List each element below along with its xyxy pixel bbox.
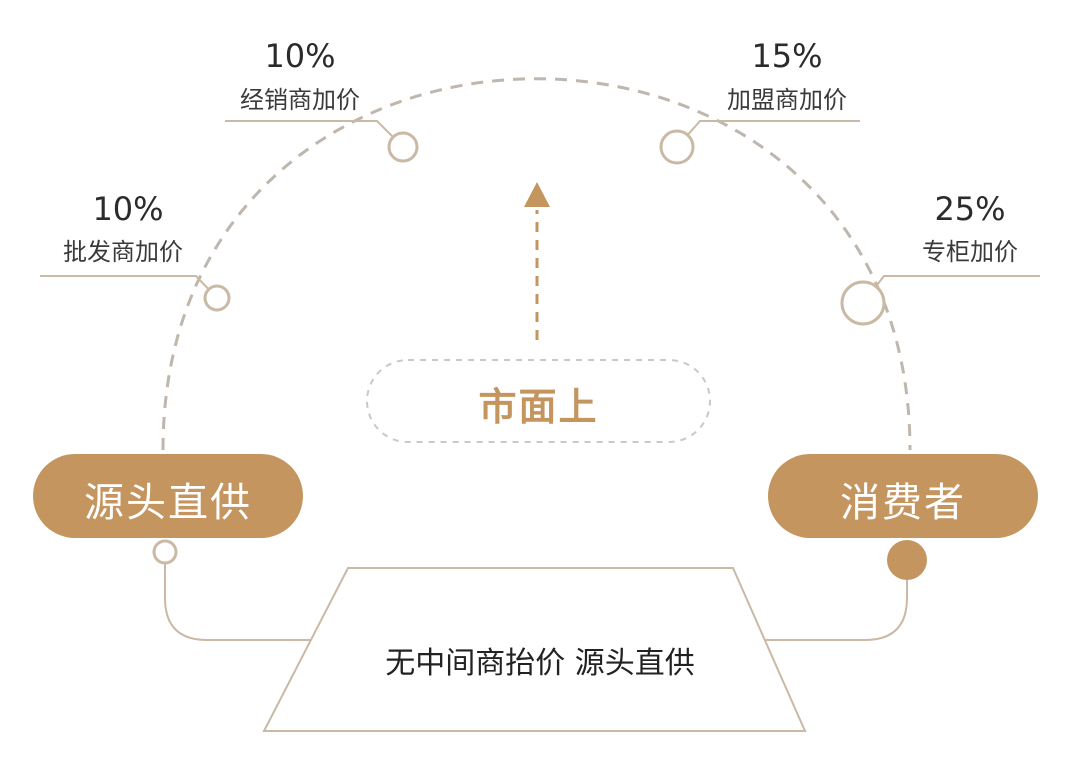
node-label-counter: 专柜加价 xyxy=(922,238,1018,266)
market-pill-outline xyxy=(366,359,711,443)
consumer-end-dot xyxy=(887,540,927,580)
source-pill-label: 源头直供 xyxy=(84,480,252,526)
market-path-arc xyxy=(161,77,912,451)
consumer-pill-label: 消费者 xyxy=(840,480,966,526)
node-label-wholesaler: 批发商加价 xyxy=(63,238,183,266)
node-percent-distributor: 10% xyxy=(264,37,336,75)
node-circle-counter xyxy=(840,280,886,326)
node-label-distributor: 经销商加价 xyxy=(240,86,360,114)
node-percent-counter: 25% xyxy=(934,190,1006,228)
source-pill xyxy=(33,454,303,538)
leader-line-counter xyxy=(862,275,1040,304)
leader-line-distributor xyxy=(225,120,404,148)
node-percent-wholesaler: 10% xyxy=(92,190,164,228)
leader-line-franchisee xyxy=(676,120,860,148)
node-circle-distributor xyxy=(387,131,419,163)
bottom-label: 无中间商抬价 源头直供 xyxy=(385,646,695,681)
arrow-up-icon xyxy=(524,182,550,207)
connector-right xyxy=(752,570,908,641)
node-percent-franchisee: 15% xyxy=(751,37,823,75)
connector-left xyxy=(164,552,325,641)
market-label: 市面上 xyxy=(478,385,599,429)
node-circle-franchisee xyxy=(659,129,695,165)
bottom-trapezoid xyxy=(262,567,807,732)
node-label-franchisee: 加盟商加价 xyxy=(727,86,847,114)
source-end-circle xyxy=(152,539,178,565)
consumer-pill xyxy=(768,454,1038,538)
node-circle-wholesaler xyxy=(203,284,231,312)
